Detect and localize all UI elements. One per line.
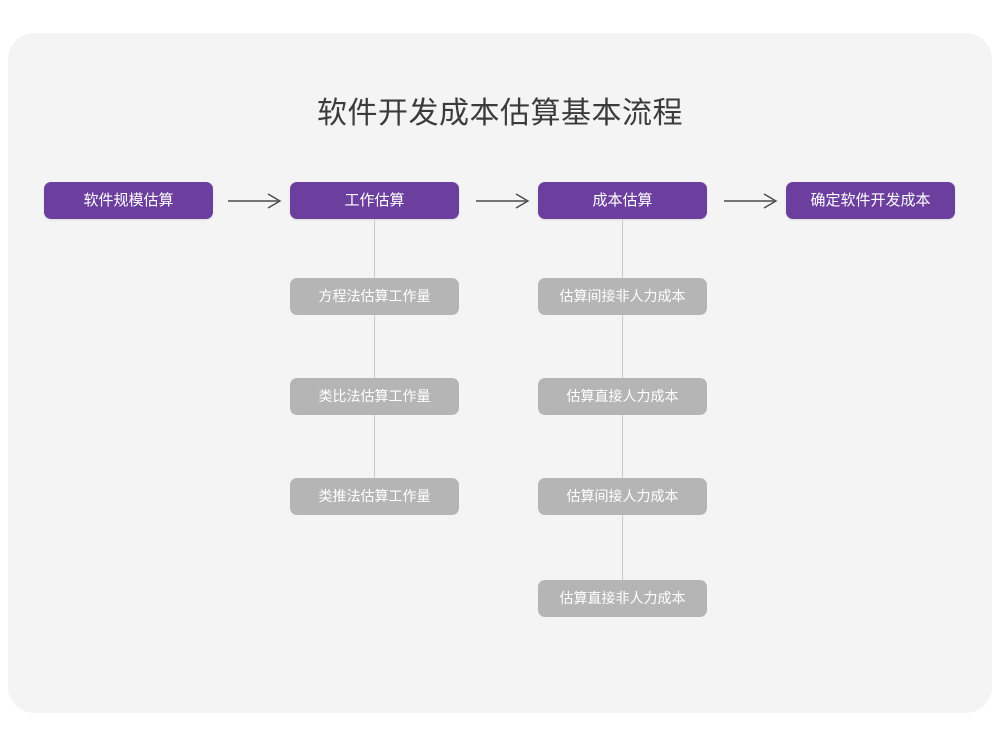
sub-node-direct-nonlabor-cost[interactable]: 估算直接非人力成本 bbox=[538, 580, 707, 617]
diagram-card bbox=[8, 33, 992, 713]
connector-col3-seg1 bbox=[622, 219, 623, 278]
sub-node-direct-labor-cost[interactable]: 估算直接人力成本 bbox=[538, 378, 707, 415]
stage-node-software-scale-estimation[interactable]: 软件规模估算 bbox=[44, 182, 213, 219]
sub-node-indirect-nonlabor-cost[interactable]: 估算间接非人力成本 bbox=[538, 278, 707, 315]
sub-node-equation-method-effort[interactable]: 方程法估算工作量 bbox=[290, 278, 459, 315]
flow-arrow-right-icon-1 bbox=[228, 192, 284, 210]
flow-arrow-right-icon-2 bbox=[476, 192, 532, 210]
connector-col2-seg1 bbox=[374, 219, 375, 278]
sub-node-indirect-labor-cost[interactable]: 估算间接人力成本 bbox=[538, 478, 707, 515]
stage-node-cost-estimation[interactable]: 成本估算 bbox=[538, 182, 707, 219]
sub-node-analogy-method-effort[interactable]: 类比法估算工作量 bbox=[290, 378, 459, 415]
connector-col3-seg3 bbox=[622, 415, 623, 478]
connector-col2-seg2 bbox=[374, 315, 375, 378]
connector-col2-seg3 bbox=[374, 415, 375, 478]
stage-node-effort-estimation[interactable]: 工作估算 bbox=[290, 182, 459, 219]
connector-col3-seg4 bbox=[622, 515, 623, 580]
page-title: 软件开发成本估算基本流程 bbox=[317, 97, 683, 130]
connector-col3-seg2 bbox=[622, 315, 623, 378]
flow-arrow-right-icon-3 bbox=[724, 192, 780, 210]
stage-node-determine-development-cost[interactable]: 确定软件开发成本 bbox=[786, 182, 955, 219]
sub-node-inference-method-effort[interactable]: 类推法估算工作量 bbox=[290, 478, 459, 515]
